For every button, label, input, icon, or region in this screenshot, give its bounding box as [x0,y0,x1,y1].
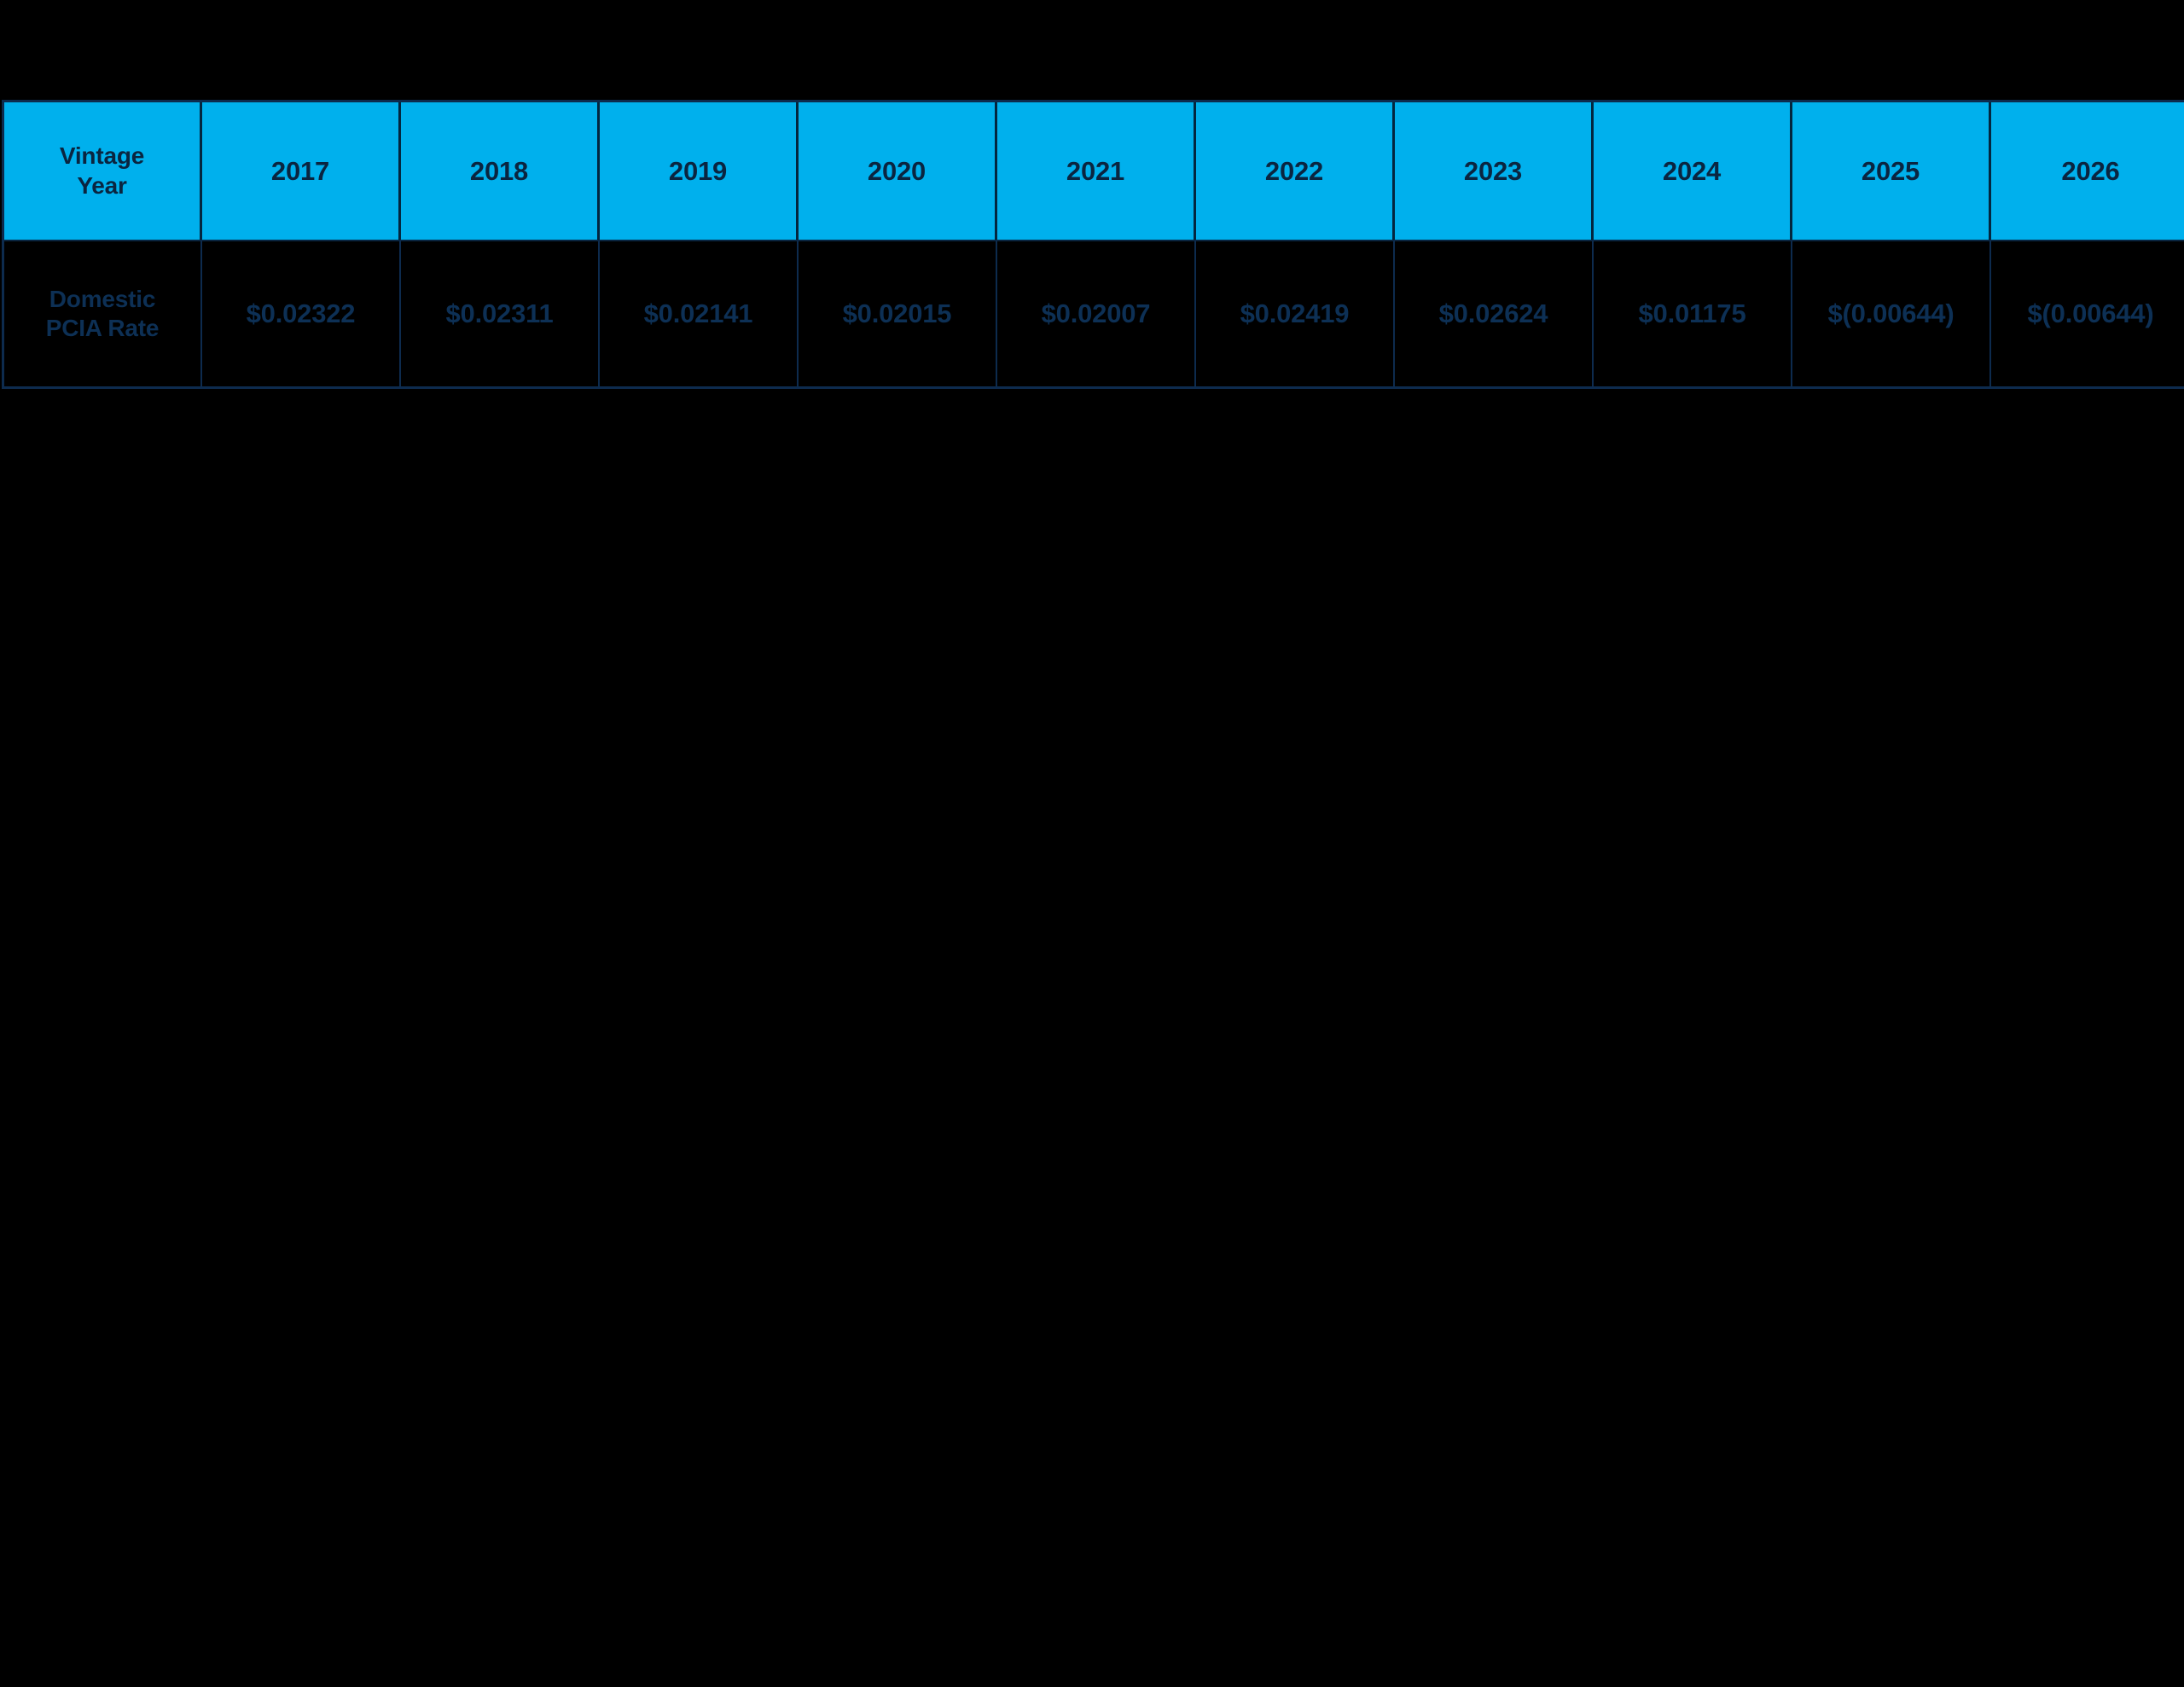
cell-2023: $0.02624 [1395,240,1594,386]
table-header: Vintage Year 2017 2018 2019 2020 2021 20… [4,102,2184,240]
cell-2019: $0.02141 [600,240,799,386]
row-label-line1: Domestic [49,285,156,312]
header-year-2026: 2026 [1991,102,2184,240]
header-year-2017: 2017 [202,102,401,240]
table-body: Domestic PCIA Rate $0.02322 $0.02311 $0.… [4,240,2184,386]
header-year-2024: 2024 [1594,102,1792,240]
table-row: Domestic PCIA Rate $0.02322 $0.02311 $0.… [4,240,2184,386]
cell-2018: $0.02311 [401,240,600,386]
row-label-line2: PCIA Rate [45,315,160,341]
header-year-2018: 2018 [401,102,600,240]
domestic-pcia-rate-table: Vintage Year 2017 2018 2019 2020 2021 20… [2,100,2184,389]
header-year-2019: 2019 [600,102,799,240]
header-year-2020: 2020 [799,102,997,240]
header-year-2022: 2022 [1196,102,1395,240]
cell-2021: $0.02007 [997,240,1196,386]
table-header-row: Vintage Year 2017 2018 2019 2020 2021 20… [4,102,2184,240]
header-vintage-year: Vintage Year [4,102,202,240]
header-vintage-year-line2: Year [77,171,127,199]
header-year-2023: 2023 [1395,102,1594,240]
cell-2022: $0.02419 [1196,240,1395,386]
cell-2024: $0.01175 [1594,240,1792,386]
header-year-2021: 2021 [997,102,1196,240]
header-vintage-year-line1: Vintage [59,142,145,170]
cell-2025: $(0.00644) [1792,240,1991,386]
cell-2017: $0.02322 [202,240,401,386]
cell-2020: $0.02015 [799,240,997,386]
row-label-domestic-pcia-rate: Domestic PCIA Rate [4,240,202,386]
header-year-2025: 2025 [1792,102,1991,240]
cell-2026: $(0.00644) [1991,240,2184,386]
